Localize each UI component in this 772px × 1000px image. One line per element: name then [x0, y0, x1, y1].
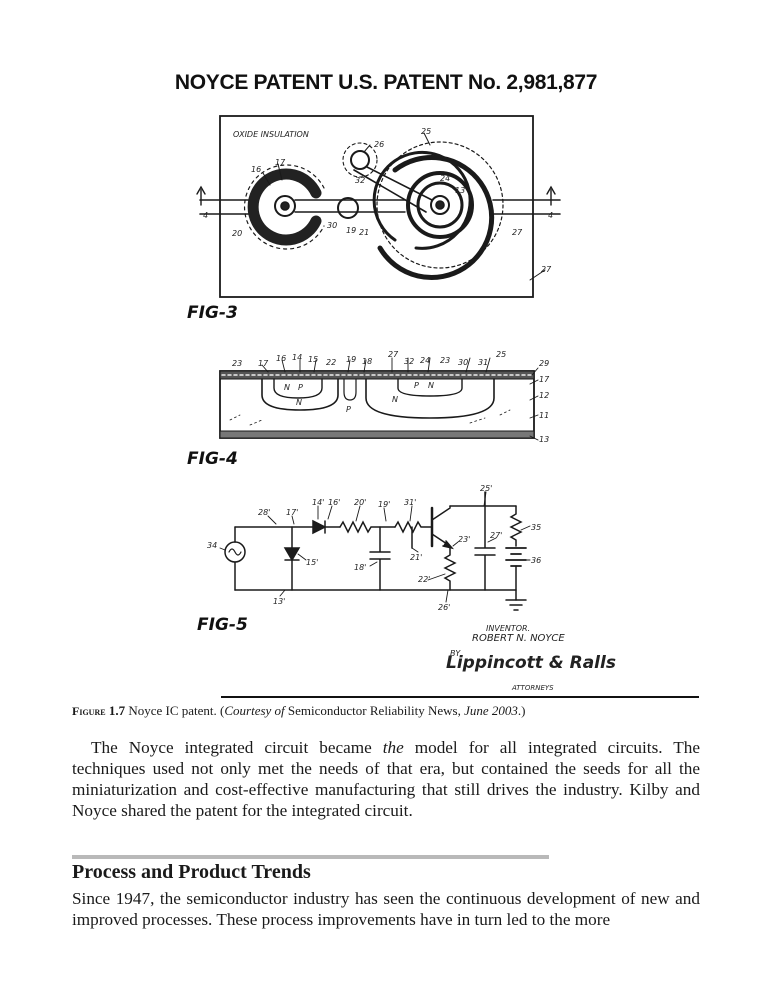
section-heading: Process and Product Trends — [72, 861, 311, 883]
fig4-ref: 23 — [232, 359, 242, 368]
fig3-ref: 25 — [421, 127, 431, 136]
caption-figure-word: Figure — [72, 704, 106, 718]
caption-figure-number: 1.7 — [108, 703, 126, 718]
fig4-ref: 29 — [539, 359, 549, 368]
fig4-ref: 17 — [258, 359, 269, 368]
paragraph-text: model for all integrated circuits. The t… — [72, 738, 700, 820]
section-paragraph: Since 1947, the semiconductor industry h… — [72, 889, 700, 929]
fig4-ref: 32 — [404, 357, 414, 366]
fig3-ref: 26 — [374, 140, 384, 149]
fig4-region: N — [284, 383, 290, 392]
fig4-region: N — [428, 381, 434, 390]
fig5-ref: 17' — [286, 508, 298, 517]
fig5-label: FIG-5 — [197, 615, 248, 635]
fig4-ref: 14 — [292, 353, 302, 362]
fig4-region: N — [296, 398, 302, 407]
fig3-ref: 16 — [251, 165, 261, 174]
fig4-region: P — [298, 383, 303, 392]
fig5-ref: 19' — [378, 500, 390, 509]
fig4-region: P — [346, 405, 351, 414]
fig5-ref: 26' — [438, 603, 450, 612]
fig3-ref: 4 — [548, 211, 553, 220]
fig5-ref: 14' — [312, 498, 324, 507]
fig3-ref: 19 — [346, 226, 356, 235]
figure-caption: Figure 1.7 Noyce IC patent. (Courtesy of… — [72, 703, 526, 718]
fig3-ref: 30 — [327, 221, 337, 230]
fig5-ref: 36 — [531, 556, 541, 565]
fig3-ref: 24 — [440, 174, 450, 183]
fig5-ref: 16' — [328, 498, 340, 507]
fig4-ref: 12 — [539, 391, 549, 400]
fig5-ref: 18' — [354, 563, 366, 572]
fig4-ref: 31 — [478, 358, 488, 367]
by-label: BY — [450, 649, 461, 658]
caption-courtesy: Courtesy of — [224, 703, 285, 718]
fig3-ref: 4 — [203, 211, 208, 220]
paragraph-emphasis: the — [382, 738, 404, 757]
paragraph-text: The Noyce integrated circuit became — [91, 738, 383, 757]
fig3-drawing: OXIDE INSULATION 16 17 26 25 32 — [187, 115, 561, 323]
fig3-ref: 32 — [355, 176, 365, 185]
fig5-ref: 15' — [306, 558, 318, 567]
fig3-label: FIG-3 — [187, 303, 238, 323]
fig5-ref: 23' — [458, 535, 470, 544]
fig5-ref: 21' — [410, 553, 422, 562]
fig3-frame — [219, 115, 534, 298]
fig4-region: N — [392, 395, 398, 404]
fig3-ref: 17 — [275, 158, 286, 167]
fig5-ref: 28' — [258, 508, 270, 517]
inventor-name: ROBERT N. NOYCE — [472, 633, 565, 644]
caption-close: .) — [517, 703, 526, 718]
fig4-ref: 15 — [308, 355, 318, 364]
fig4-ref: 22 — [326, 358, 336, 367]
fig4-ref: 23 — [440, 356, 450, 365]
fig4-ref: 13 — [539, 435, 549, 444]
fig4-ref: 17 — [539, 375, 550, 384]
fig5-drawing: 28' 17' 14' 16' 20' 19' 31' 25' 35 34 15… — [197, 484, 541, 635]
fig3-ref: 21 — [359, 228, 369, 237]
patent-title: NOYCE PATENT U.S. PATENT No. 2,981,877 — [174, 71, 598, 94]
fig5-ref: 34 — [207, 541, 217, 550]
fig5-ref: 27' — [490, 531, 502, 540]
attorney-signature: Lippincott & Ralls — [446, 653, 616, 673]
fig4-ref: 18 — [362, 357, 372, 366]
fig3-ref: 27 — [541, 265, 552, 274]
section-rule — [72, 855, 549, 859]
fig5-ref: 31' — [404, 498, 416, 507]
fig4-ref: 30 — [458, 358, 468, 367]
fig3-oxide-annotation: OXIDE INSULATION — [233, 130, 309, 139]
fig5-ref: 13' — [273, 597, 285, 606]
inventor-signature-block: INVENTOR. ROBERT N. NOYCE BY Lippincott … — [446, 624, 616, 692]
fig4-ref: 16 — [276, 354, 286, 363]
fig4-ref: 19 — [346, 355, 356, 364]
fig3-ref: 27 — [512, 228, 523, 237]
caption-text: Noyce IC patent. — [128, 703, 217, 718]
fig3-ref: 20 — [232, 229, 242, 238]
patent-drawing: OXIDE INSULATION 16 17 26 25 32 — [187, 115, 616, 692]
fig3-ref: 13 — [455, 186, 465, 195]
caption-source: Semiconductor Reliability News, — [287, 703, 461, 718]
figure-rule — [221, 696, 699, 698]
fig4-ref: 25 — [496, 350, 506, 359]
body-paragraph: The Noyce integrated circuit became the … — [72, 737, 700, 821]
fig4-ref: 27 — [388, 350, 399, 359]
caption-date: June 2003 — [464, 703, 518, 718]
inventor-label: INVENTOR. — [486, 624, 530, 633]
fig5-ref: 35 — [531, 523, 541, 532]
fig4-ref: 11 — [539, 411, 549, 420]
fig4-drawing: 23 17 16 14 15 22 19 18 27 32 24 23 30 3… — [187, 350, 550, 469]
fig5-ref: 20' — [354, 498, 366, 507]
fig4-ref: 24 — [420, 356, 430, 365]
fig4-label: FIG-4 — [187, 449, 238, 469]
fig5-ref: 22' — [418, 575, 430, 584]
fig5-ref: 25' — [480, 484, 492, 493]
fig4-region: P — [414, 381, 419, 390]
attorneys-label: ATTORNEYS — [511, 684, 554, 692]
